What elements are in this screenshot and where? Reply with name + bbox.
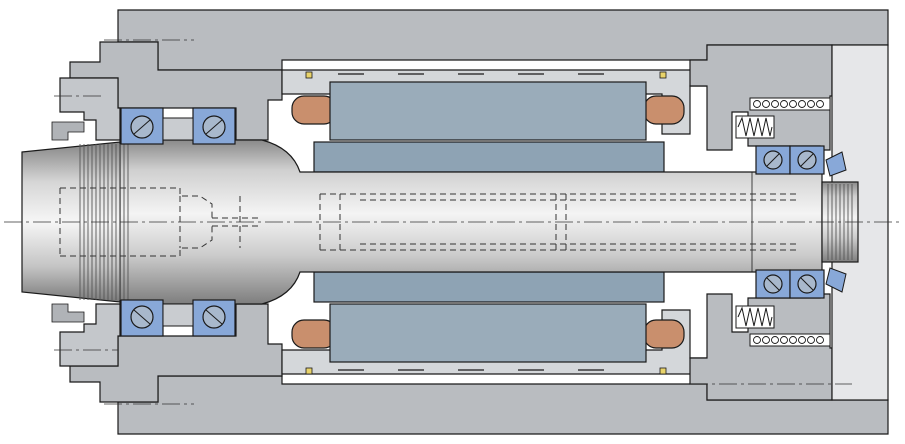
bearing-spacer xyxy=(162,117,194,141)
bearing xyxy=(755,269,791,299)
front-cap-top xyxy=(59,77,121,141)
winding-rear-top xyxy=(643,95,685,125)
ball-cage-top-balls xyxy=(753,100,824,108)
bearing xyxy=(120,299,164,337)
bearing xyxy=(120,107,164,145)
labyrinth-seal-top xyxy=(51,121,85,141)
rear-bearings xyxy=(755,145,847,299)
front-cap-bottom xyxy=(59,303,121,367)
rear-housing-bottom xyxy=(689,293,833,401)
bearing xyxy=(192,107,236,145)
bearing xyxy=(192,299,236,337)
rotor-bottom xyxy=(313,271,665,303)
stator-top xyxy=(329,81,647,141)
stator-windings xyxy=(291,95,685,349)
front-flange-top xyxy=(69,41,283,141)
front-bearings xyxy=(120,107,236,337)
lock-nut xyxy=(825,267,847,293)
bearing xyxy=(755,145,791,175)
o-ring-icon xyxy=(659,71,667,79)
winding-rear-bottom xyxy=(643,319,685,349)
labyrinth-seal-bottom xyxy=(51,303,85,323)
o-ring-icon xyxy=(305,367,313,375)
front-flange-bottom xyxy=(69,303,283,403)
preload-assembly xyxy=(735,97,831,347)
lock-nut xyxy=(825,151,847,177)
stator xyxy=(305,71,667,375)
spindle-shaft xyxy=(4,139,900,305)
rotor xyxy=(313,141,665,303)
stator-bottom xyxy=(329,303,647,363)
ball-cage-bottom-balls xyxy=(753,336,824,344)
reference-lines xyxy=(54,39,852,405)
o-ring-icon xyxy=(659,367,667,375)
bearing-spacer xyxy=(162,303,194,327)
bearing xyxy=(789,269,825,299)
bearing xyxy=(789,145,825,175)
rotor-top xyxy=(313,141,665,173)
o-ring-icon xyxy=(305,71,313,79)
